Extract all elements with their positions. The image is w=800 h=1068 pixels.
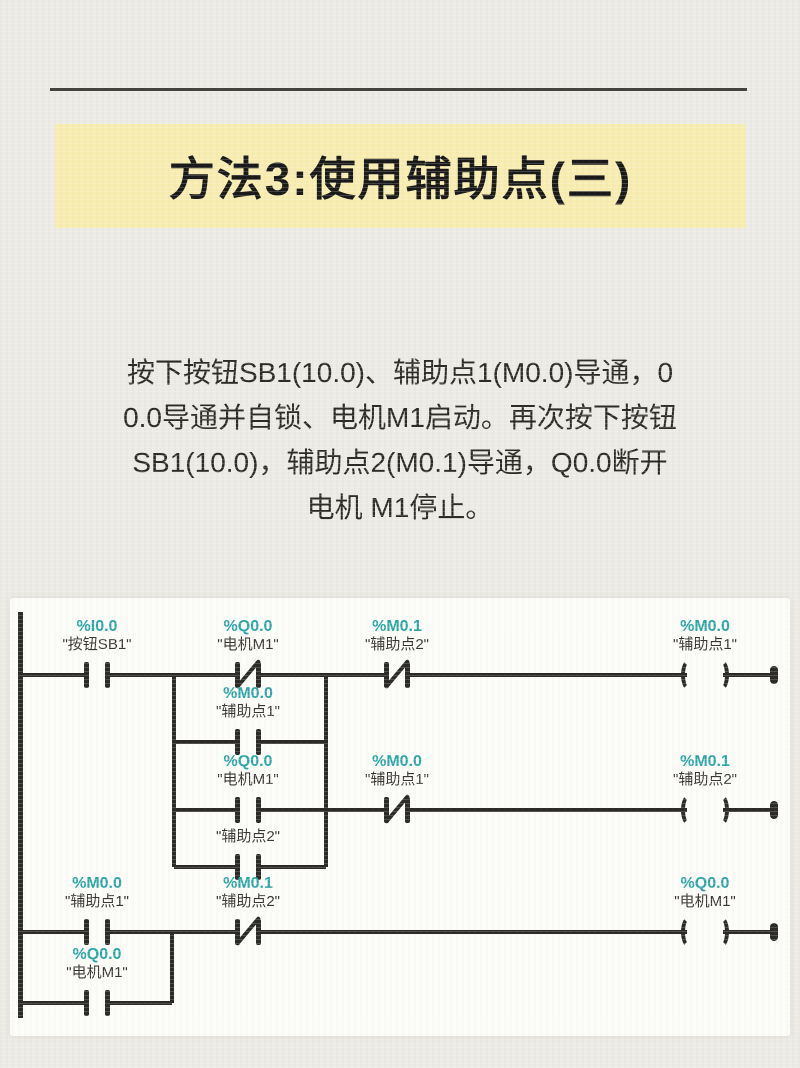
coil-name-label: "电机M1" xyxy=(674,893,736,910)
nc-contact-bar-left xyxy=(384,797,389,823)
description-line: 0.0导通并自锁、电机M1启动。再次按下按钮 xyxy=(123,402,677,433)
wire-end-tick xyxy=(770,801,778,819)
ladder-wire-vertical xyxy=(170,932,174,1003)
coil-gap xyxy=(687,928,723,936)
no-contact-name-label: "辅助点2" xyxy=(216,828,280,845)
nc-contact-address-label: %Q0.0 xyxy=(223,618,273,635)
nc-contact-bar-right xyxy=(405,662,410,688)
no-contact-gap xyxy=(240,806,256,814)
coil-left-paren xyxy=(681,794,697,826)
no-contact-bar-right xyxy=(256,854,261,880)
nc-contact-bar-right xyxy=(256,662,261,688)
coil-address-label: %M0.0 xyxy=(680,618,730,635)
nc-contact-name-label: "辅助点2" xyxy=(216,893,280,910)
no-contact-address-label: %Q0.0 xyxy=(72,946,122,963)
wire-end-tick xyxy=(770,923,778,941)
no-contact-bar-left xyxy=(235,797,240,823)
nc-contact-bar-right xyxy=(256,919,261,945)
coil-right-paren xyxy=(713,916,729,948)
coil-gap xyxy=(687,671,723,679)
power-rail-left xyxy=(18,612,23,1018)
description-text: 按下按钮SB1(10.0)、辅助点1(M0.0)导通，0 0.0导通并自锁、电机M… xyxy=(40,350,760,530)
no-contact-name-label: "按钮SB1" xyxy=(62,636,132,653)
no-contact-name-label: "电机M1" xyxy=(66,964,128,981)
coil-gap xyxy=(687,806,723,814)
no-contact-bar-right xyxy=(105,662,110,688)
no-contact-gap xyxy=(89,928,105,936)
no-contact-gap xyxy=(240,738,256,746)
nc-contact-bar-left xyxy=(235,662,240,688)
coil-address-label: %M0.1 xyxy=(680,753,730,770)
no-contact-address-label: %I0.0 xyxy=(76,618,118,635)
ladder-wire-vertical xyxy=(172,675,176,867)
nc-contact-name-label: "辅助点2" xyxy=(365,636,429,653)
wire-end-tick xyxy=(770,666,778,684)
no-contact-name-label: "电机M1" xyxy=(217,771,279,788)
nc-contact-address-label: %M0.1 xyxy=(372,618,422,635)
description-line: 按下按钮SB1(10.0)、辅助点1(M0.0)导通，0 xyxy=(126,357,674,388)
title-banner: 方法3:使用辅助点(三) xyxy=(55,124,746,228)
no-contact-bar-left xyxy=(84,662,89,688)
nc-contact-bar-left xyxy=(384,662,389,688)
coil-name-label: "辅助点1" xyxy=(673,636,737,653)
page-title: 方法3:使用辅助点(三) xyxy=(168,153,633,205)
no-contact-bar-right xyxy=(256,729,261,755)
nc-contact-bar-right xyxy=(405,797,410,823)
no-contact-bar-left xyxy=(235,729,240,755)
nc-contact-name-label: "辅助点1" xyxy=(365,771,429,788)
no-contact-bar-left xyxy=(235,854,240,880)
no-contact-bar-right xyxy=(256,797,261,823)
nc-contact-address-label: %M0.1 xyxy=(223,875,273,892)
coil-left-paren xyxy=(681,659,697,691)
coil-left-paren xyxy=(681,916,697,948)
description-line: SB1(10.0)，辅助点2(M0.1)导通，Q0.0断开 xyxy=(132,447,668,478)
no-contact-bar-left xyxy=(84,919,89,945)
no-contact-gap xyxy=(89,671,105,679)
no-contact-name-label: "辅助点1" xyxy=(216,703,280,720)
coil-right-paren xyxy=(713,794,729,826)
top-divider-line xyxy=(50,88,747,91)
no-contact-name-label: "辅助点1" xyxy=(65,893,129,910)
no-contact-gap xyxy=(89,999,105,1007)
ladder-wire-horizontal xyxy=(174,808,773,812)
no-contact-bar-right xyxy=(105,919,110,945)
no-contact-address-label: %M0.0 xyxy=(223,685,273,702)
coil-name-label: "辅助点2" xyxy=(673,771,737,788)
nc-contact-bar-left xyxy=(235,919,240,945)
coil-right-paren xyxy=(713,659,729,691)
no-contact-address-label: %M0.0 xyxy=(72,875,122,892)
nc-contact-address-label: %M0.0 xyxy=(372,753,422,770)
no-contact-bar-right xyxy=(105,990,110,1016)
nc-contact-name-label: "电机M1" xyxy=(217,636,279,653)
no-contact-gap xyxy=(240,863,256,871)
no-contact-bar-left xyxy=(84,990,89,1016)
coil-address-label: %Q0.0 xyxy=(680,875,730,892)
ladder-wire-horizontal xyxy=(20,930,773,934)
description-line: 电机 M1停止。 xyxy=(306,492,494,523)
ladder-wire-vertical xyxy=(324,675,328,867)
no-contact-address-label: %Q0.0 xyxy=(223,753,273,770)
